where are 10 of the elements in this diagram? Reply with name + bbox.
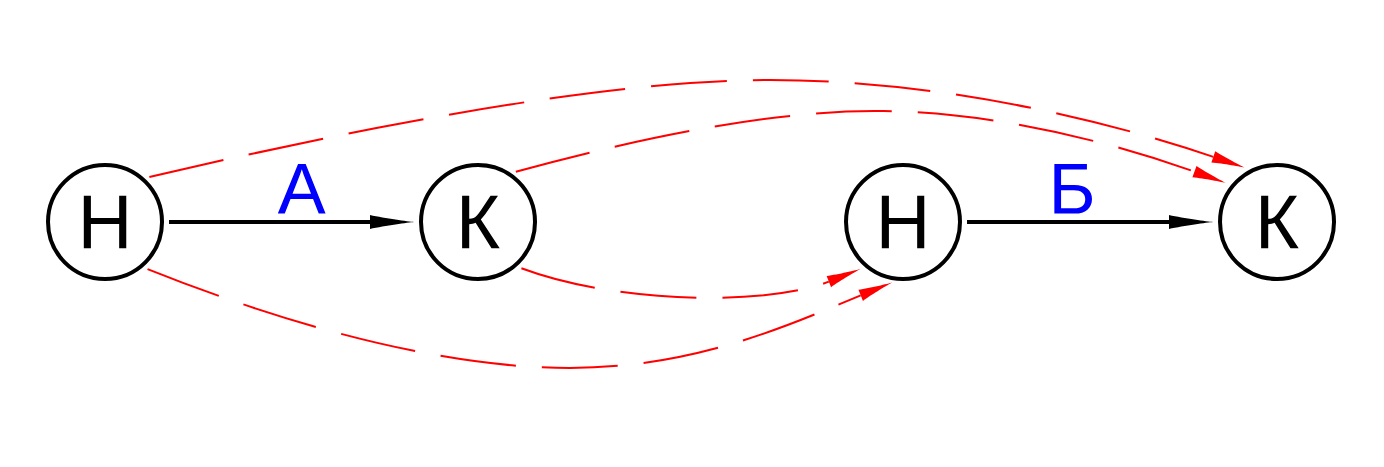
arrow bbox=[146, 268, 893, 369]
edge-label: А bbox=[275, 162, 328, 216]
edge-label: Б bbox=[1046, 162, 1098, 216]
circle-node: К bbox=[419, 163, 537, 281]
arrow bbox=[520, 267, 861, 299]
circle-node: К bbox=[1218, 163, 1336, 281]
circle-node: Н bbox=[844, 163, 962, 281]
circle-node: Н bbox=[46, 163, 164, 281]
arrow bbox=[148, 79, 1246, 178]
arrow bbox=[514, 110, 1227, 184]
